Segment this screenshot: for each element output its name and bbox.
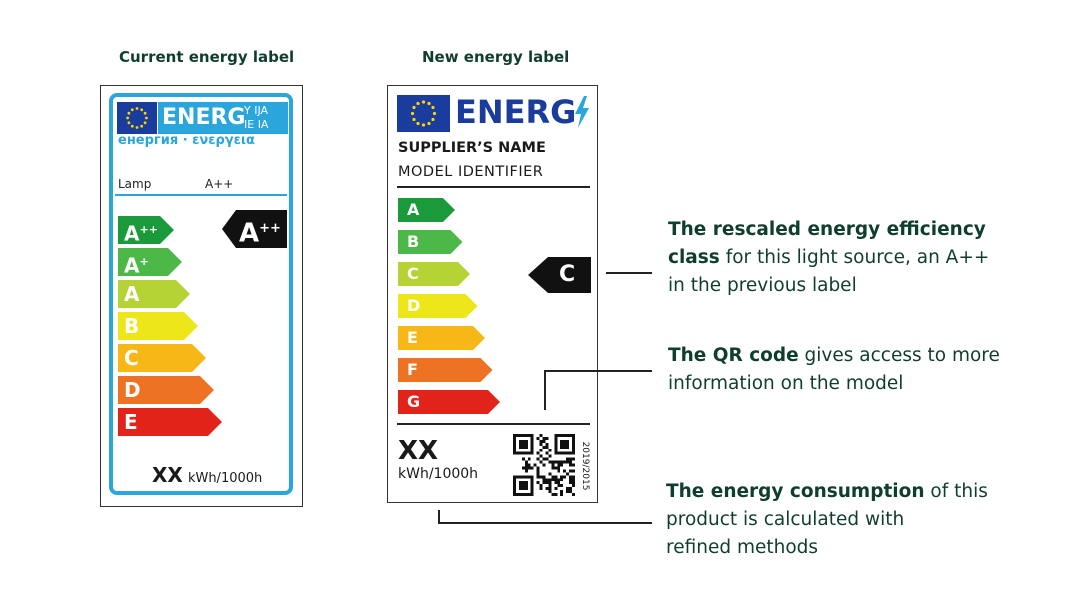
new-class-letter: F	[407, 360, 418, 379]
regulation-number: 2019/2015	[577, 439, 590, 495]
current-class-arrow: B	[118, 312, 198, 340]
new-indicator-shape	[528, 257, 591, 293]
qr-callout: The QR code gives access to more informa…	[668, 342, 1000, 398]
current-class-letter: A	[124, 282, 140, 306]
new-class-arrow: F	[398, 358, 493, 382]
current-class-arrow: C	[118, 344, 206, 372]
current-class-arrow: D	[118, 376, 214, 404]
eu-flag-icon	[117, 102, 157, 134]
qr-callout-line2: information on the model	[668, 373, 904, 394]
efficiency-callout-rest: for this light source, an A++	[719, 247, 990, 268]
current-class-letter: A+	[124, 253, 149, 278]
current-class-letter: C	[124, 346, 139, 370]
new-divider-top	[397, 186, 590, 188]
new-class-arrow: E	[398, 326, 485, 350]
lightning-icon	[575, 96, 589, 132]
new-class-letter: B	[407, 232, 420, 251]
new-consumption-value: XX	[398, 436, 439, 466]
new-class-letter: E	[407, 328, 418, 347]
new-class-arrow: B	[398, 230, 463, 254]
consumption-connector-horizontal	[438, 522, 652, 524]
current-energ-text: ENERG	[162, 105, 246, 130]
current-divider	[115, 194, 287, 196]
qr-connector-vertical	[544, 370, 546, 410]
current-product-class: A++	[205, 177, 234, 191]
efficiency-connector-line	[606, 272, 652, 274]
current-energ-suffix-bottom: IE IA	[244, 118, 269, 131]
current-class-sup: ++	[139, 223, 158, 236]
new-class-letter: D	[407, 296, 421, 315]
efficiency-callout-bold2: class	[668, 247, 720, 268]
consumption-callout-line2: product is calculated with	[666, 509, 905, 530]
current-indicator-shape	[222, 210, 287, 248]
new-class-letter: G	[407, 392, 421, 411]
consumption-callout: The energy consumption of this product i…	[666, 478, 988, 562]
new-class-arrow: C	[398, 262, 470, 286]
consumption-connector-vertical	[438, 510, 440, 523]
current-class-letter: D	[124, 378, 141, 402]
current-class-letter: A++	[124, 221, 158, 246]
current-class-letter: B	[124, 314, 140, 338]
consumption-callout-rest: of this	[924, 481, 988, 502]
eu-stars-icon	[397, 95, 450, 132]
current-class-letter: E	[124, 410, 138, 434]
current-label-frame	[109, 93, 293, 495]
current-languages: енергия · ενεργεια	[118, 133, 255, 148]
efficiency-callout-line3: in the previous label	[668, 275, 857, 296]
current-label-heading: Current energy label	[119, 48, 295, 66]
new-indicator-letter: C	[559, 262, 576, 287]
supplier-name: SUPPLIER’S NAME	[398, 140, 546, 156]
consumption-callout-bold: The energy consumption	[666, 481, 925, 502]
qr-connector-horizontal	[544, 370, 652, 372]
efficiency-callout: The rescaled energy efficiency class for…	[668, 216, 989, 300]
current-energ-banner: ENERG Y IJA IE IA	[158, 102, 288, 134]
current-class-arrow: A++	[118, 216, 174, 246]
eu-flag-icon	[397, 95, 450, 132]
new-label-heading: New energy label	[422, 48, 570, 66]
current-consumption-value: XX	[152, 463, 183, 487]
current-indicator-arrow: A++	[222, 210, 287, 248]
new-class-letter: A	[407, 200, 420, 219]
current-class-sup: +	[139, 255, 149, 268]
qr-callout-rest: gives access to more	[798, 345, 1000, 366]
new-energ-text: ENERG	[455, 93, 577, 131]
current-consumption: XX kWh/1000h	[152, 463, 262, 487]
consumption-callout-line3: refined methods	[666, 537, 819, 558]
new-indicator-arrow: C	[528, 257, 591, 293]
new-divider-bottom	[397, 423, 590, 425]
current-class-arrow: A	[118, 280, 190, 308]
current-product-type: Lamp	[118, 177, 152, 191]
efficiency-callout-bold1: The rescaled energy efficiency	[668, 219, 986, 240]
current-class-arrow: E	[118, 408, 222, 436]
current-consumption-unit: kWh/1000h	[187, 471, 263, 486]
current-energ-suffix-top: Y IJA	[244, 104, 269, 117]
current-indicator-sup: ++	[259, 221, 281, 236]
current-class-arrow: A+	[118, 248, 182, 278]
new-energy-label: ENERG SUPPLIER’S NAME MODEL IDENTIFIER A…	[387, 85, 598, 503]
regulation-text: 2019/2015	[580, 441, 590, 491]
new-class-arrow: D	[398, 294, 478, 318]
new-consumption-unit: kWh/1000h	[398, 466, 479, 482]
current-indicator-letter: A	[239, 218, 260, 249]
eu-stars-icon	[117, 102, 157, 134]
new-class-arrow: A	[398, 198, 455, 222]
new-class-arrow: G	[398, 390, 500, 414]
qr-callout-bold: The QR code	[668, 345, 799, 366]
current-energy-label: ENERG Y IJA IE IA енергия · ενεργεια Lam…	[100, 85, 303, 507]
new-class-letter: C	[407, 264, 419, 283]
model-identifier: MODEL IDENTIFIER	[398, 164, 544, 180]
qr-code-icon[interactable]	[513, 434, 575, 496]
